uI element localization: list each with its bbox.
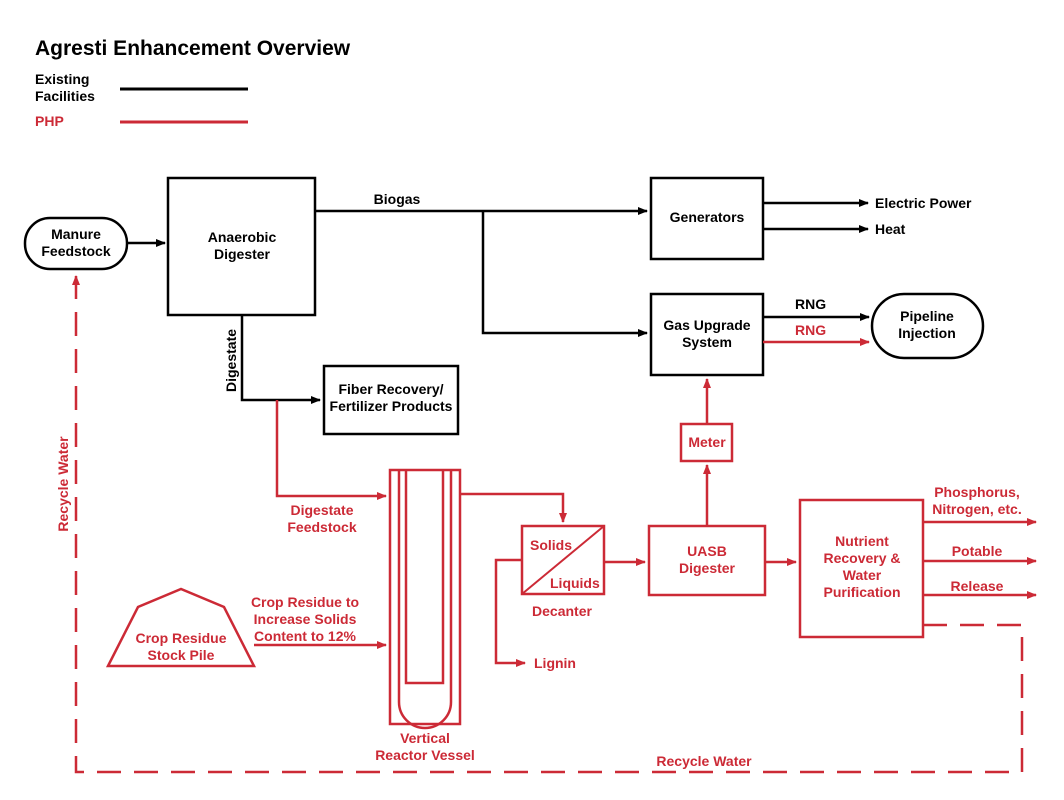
svg-text:Feedstock: Feedstock bbox=[41, 243, 110, 259]
digestate-label: Digestate bbox=[223, 329, 239, 392]
svg-text:Pipeline: Pipeline bbox=[900, 308, 954, 324]
reactor-to-decanter-line bbox=[460, 492, 567, 523]
svg-text:Gas Upgrade: Gas Upgrade bbox=[663, 317, 750, 333]
recycle-water-line bbox=[72, 275, 1024, 774]
crop-residue-note-line3: Content to 12% bbox=[254, 628, 356, 644]
legend: Existing Facilities PHP bbox=[35, 71, 248, 129]
recycle-water-bottom-label: Recycle Water bbox=[656, 753, 752, 769]
svg-text:Liquids: Liquids bbox=[550, 575, 600, 591]
legend-existing-label-line2: Facilities bbox=[35, 88, 95, 104]
anaerobic-digester-node: Anaerobic Digester bbox=[166, 176, 317, 317]
diagram-title: Agresti Enhancement Overview bbox=[35, 37, 351, 60]
legend-php-label: PHP bbox=[35, 113, 64, 129]
svg-text:Manure: Manure bbox=[51, 226, 101, 242]
heat-label: Heat bbox=[875, 221, 906, 237]
svg-text:Fiber Recovery/: Fiber Recovery/ bbox=[338, 381, 443, 397]
svg-text:Generators: Generators bbox=[670, 209, 745, 225]
fiber-recovery-node: Fiber Recovery/ Fertilizer Products bbox=[322, 364, 460, 436]
rng-php-label: RNG bbox=[795, 322, 826, 338]
release-label: Release bbox=[951, 578, 1004, 594]
potable-label: Potable bbox=[952, 543, 1003, 559]
svg-text:Water: Water bbox=[843, 567, 882, 583]
generators-node: Generators bbox=[649, 176, 765, 261]
svg-text:Recovery &: Recovery & bbox=[823, 550, 900, 566]
svg-text:Digester: Digester bbox=[679, 560, 736, 576]
svg-text:Anaerobic: Anaerobic bbox=[208, 229, 277, 245]
meter-node: Meter bbox=[679, 422, 734, 463]
digestate-feedstock-label-line2: Feedstock bbox=[287, 519, 356, 535]
biogas-label: Biogas bbox=[374, 191, 421, 207]
nutrient-recovery-node: Nutrient Recovery & Water Purification bbox=[798, 498, 925, 639]
svg-text:Injection: Injection bbox=[898, 325, 956, 341]
svg-text:Stock Pile: Stock Pile bbox=[148, 647, 215, 663]
svg-text:Solids: Solids bbox=[530, 537, 572, 553]
svg-text:Fertilizer Products: Fertilizer Products bbox=[330, 398, 453, 414]
recycle-water-vertical-label: Recycle Water bbox=[55, 436, 71, 532]
manure-feedstock-node: Manure Feedstock bbox=[23, 216, 129, 271]
uasb-digester-node: UASB Digester bbox=[647, 524, 767, 597]
decanter-node: Solids Liquids Decanter bbox=[520, 524, 606, 619]
phosphorus-label-line2: Nitrogen, etc. bbox=[932, 501, 1021, 517]
lignin-label: Lignin bbox=[534, 655, 576, 671]
svg-text:Purification: Purification bbox=[823, 584, 900, 600]
pipeline-injection-node: Pipeline Injection bbox=[870, 292, 985, 360]
svg-text:Decanter: Decanter bbox=[532, 603, 592, 619]
digestate-line bbox=[240, 315, 321, 404]
svg-text:UASB: UASB bbox=[687, 543, 727, 559]
digestate-feedstock-label: Digestate bbox=[290, 502, 353, 518]
lignin-line bbox=[494, 558, 526, 667]
vertical-reactor-vessel: Vertical Reactor Vessel bbox=[375, 468, 475, 763]
rng-existing-label: RNG bbox=[795, 296, 826, 312]
gas-upgrade-system-node: Gas Upgrade System bbox=[649, 292, 765, 377]
svg-text:System: System bbox=[682, 334, 732, 350]
biogas-to-gas-upgrade-line bbox=[481, 211, 648, 337]
digestate-feedstock-line bbox=[275, 400, 387, 500]
svg-text:Crop Residue: Crop Residue bbox=[135, 630, 226, 646]
svg-text:Reactor Vessel: Reactor Vessel bbox=[375, 747, 475, 763]
svg-text:Meter: Meter bbox=[688, 434, 726, 450]
crop-residue-note-line2: Increase Solids bbox=[254, 611, 357, 627]
svg-text:Vertical: Vertical bbox=[400, 730, 450, 746]
crop-residue-stock-pile-node: Crop Residue Stock Pile bbox=[105, 587, 257, 668]
phosphorus-label: Phosphorus, bbox=[934, 484, 1020, 500]
svg-text:Digester: Digester bbox=[214, 246, 271, 262]
svg-text:Nutrient: Nutrient bbox=[835, 533, 889, 549]
legend-existing-label: Existing bbox=[35, 71, 89, 87]
electric-power-label: Electric Power bbox=[875, 195, 972, 211]
crop-residue-note-line1: Crop Residue to bbox=[251, 594, 359, 610]
